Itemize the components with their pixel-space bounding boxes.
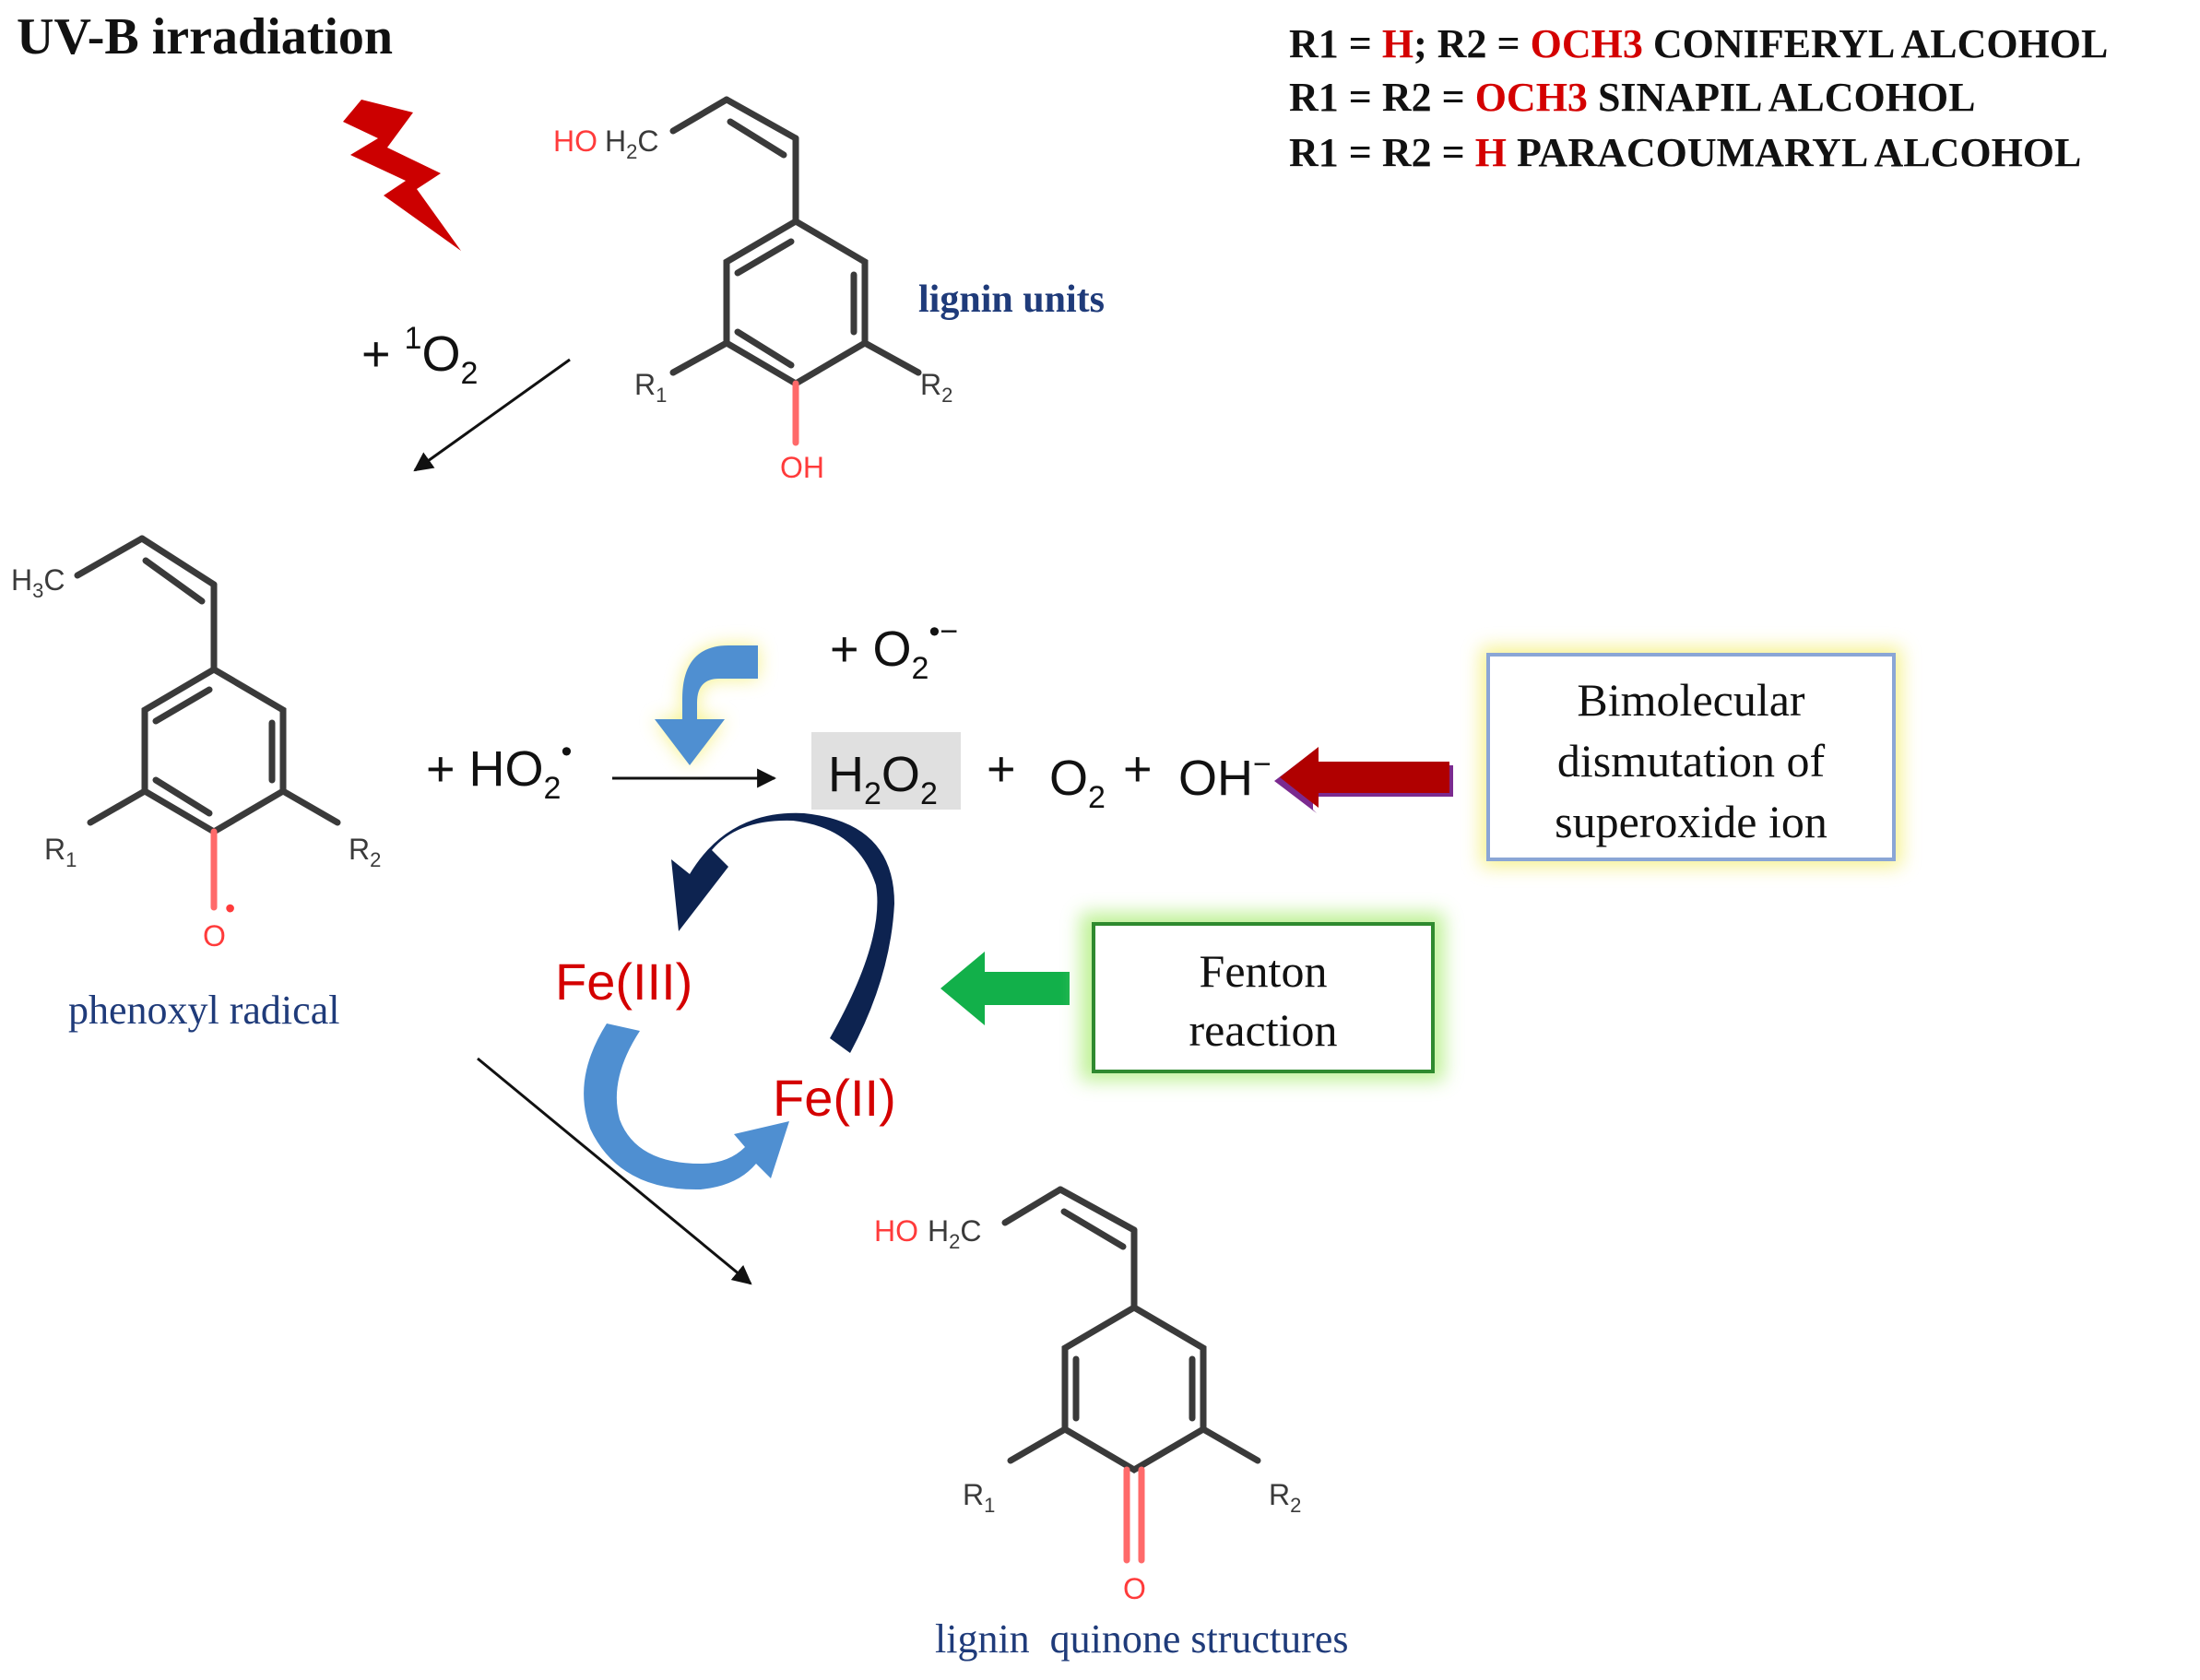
product-oh: OH−: [1178, 747, 1272, 806]
arrow-to-phenoxyl: [413, 358, 571, 472]
atom-ho: HO: [553, 124, 597, 158]
atom-r1: R1: [963, 1478, 995, 1517]
legend: R1 = H; R2 = OCH3 CONIFERYL ALCOHOL R1 =…: [1289, 21, 2108, 175]
product-h2o2: H2O2: [828, 747, 938, 811]
block-arrow-icon: [1274, 747, 1453, 813]
label-phenoxyl-radical: phenoxyl radical: [68, 988, 339, 1033]
curved-arrow-icon: [671, 812, 894, 1053]
curved-arrow-icon: [655, 645, 758, 765]
quinone-structure: HO H2C R1 R2 O: [874, 1186, 1301, 1605]
label-quinone: lignin quinone structures: [935, 1616, 1349, 1662]
reagent-singlet-oxygen: + 1O2: [361, 321, 478, 391]
legend-line-3: R1 = R2 = H PARACOUMARYL ALCOHOL: [1289, 130, 2081, 175]
block-arrow-icon: [940, 952, 1070, 1025]
plus-sign: +: [987, 741, 1016, 797]
label-fe3: Fe(III): [555, 952, 692, 1011]
legend-line-1: R1 = H; R2 = OCH3 CONIFERYL ALCOHOL: [1289, 21, 2108, 66]
atom-ho: HO: [874, 1214, 918, 1248]
atom-r2: R2: [349, 833, 381, 871]
reagent-superoxide: + O2•−: [830, 614, 958, 686]
fenton-box: Fenton reaction: [1081, 913, 1444, 1081]
atom-r2: R2: [1269, 1478, 1301, 1517]
atom-h2c: H2C: [928, 1214, 981, 1253]
reagent-hydroperoxyl: + HO2•: [426, 734, 572, 806]
dismutation-box: Bimolecular dismutation of superoxide io…: [1481, 647, 1901, 867]
h2o2-highlight: [811, 732, 961, 810]
atom-oh: OH: [780, 451, 824, 484]
atom-h2c: H2C: [605, 124, 658, 163]
lightning-bolt-icon: [343, 100, 461, 251]
svg-text:Bimolecular: Bimolecular: [1577, 674, 1804, 726]
phenoxyl-radical-structure: H3C R1 R2 O •: [11, 535, 381, 952]
svg-text:superoxide ion: superoxide ion: [1555, 796, 1827, 847]
title: UV-B irradiation: [17, 8, 393, 65]
atom-r1: R1: [44, 833, 77, 871]
curved-arrow-icon: [584, 1023, 789, 1190]
atom-r2: R2: [920, 368, 952, 407]
atom-o-radical: O: [203, 919, 226, 952]
radical-dot: •: [225, 892, 235, 925]
atom-o-carbonyl: O: [1123, 1572, 1146, 1605]
label-lignin-units: lignin units: [918, 278, 1105, 321]
svg-text:dismutation of: dismutation of: [1557, 735, 1826, 787]
label-fe2: Fe(II): [773, 1069, 896, 1127]
svg-text:reaction: reaction: [1189, 1004, 1337, 1056]
atom-r1: R1: [634, 368, 667, 407]
svg-text:Fenton: Fenton: [1200, 945, 1328, 997]
legend-line-2: R1 = R2 = OCH3 SINAPIL ALCOHOL: [1289, 75, 1976, 120]
arrow-to-quinone: [477, 1057, 752, 1285]
atom-h3c: H3C: [11, 563, 65, 602]
plus-sign: +: [1123, 741, 1153, 797]
lignin-unit-structure: HO H2C R1 R2 OH: [553, 96, 952, 484]
product-o2: O2: [1049, 751, 1106, 815]
